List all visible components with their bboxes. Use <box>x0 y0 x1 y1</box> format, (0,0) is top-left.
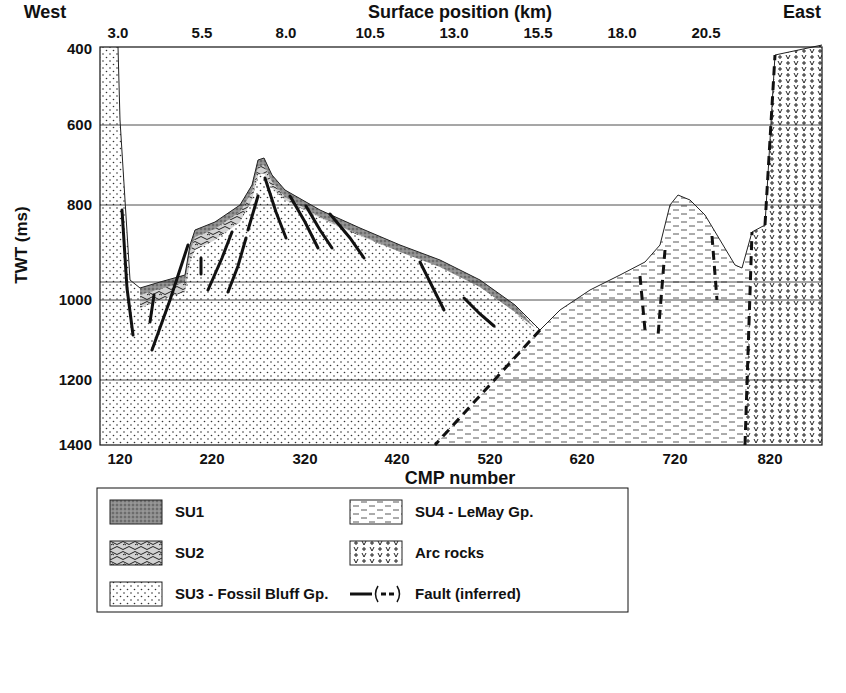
axis-label-holder: 400 <box>67 40 92 58</box>
axis-label-holder: 20.5 <box>691 24 720 42</box>
axis-title-holder: CMP number <box>405 468 516 489</box>
axis-label-holder: 15.5 <box>523 24 552 42</box>
axis-label: 1400 <box>59 436 92 453</box>
axis-title: Surface position (km) <box>368 2 552 22</box>
axis-label-holder: 600 <box>67 116 92 134</box>
axis-label: 320 <box>292 450 317 467</box>
axis-label: 800 <box>67 196 92 213</box>
axis-label-holder: 10.5 <box>355 24 384 42</box>
axis-label-holder: 420 <box>384 450 409 468</box>
axis-label: 400 <box>67 40 92 57</box>
axis-title-holder: Surface position (km) <box>368 2 552 23</box>
axis-label: 120 <box>107 450 132 467</box>
axis-label-holder: 520 <box>477 450 502 468</box>
axis-label-holder: 1400 <box>59 436 92 454</box>
axis-label-holder: 820 <box>757 450 782 468</box>
fault-legend-sample <box>350 586 400 602</box>
legend-swatch <box>110 582 162 606</box>
direction-label-holder: West <box>24 2 67 23</box>
legend-swatch <box>350 541 402 565</box>
legend-text-holder: SU4 - LeMay Gp. <box>415 503 533 521</box>
axis-label-holder: 1200 <box>59 371 92 389</box>
axis-title: TWT (ms) <box>12 206 31 283</box>
direction-label: West <box>24 2 67 22</box>
axis-label: 13.0 <box>439 24 468 41</box>
axis-label: 420 <box>384 450 409 467</box>
axis-label: 220 <box>199 450 224 467</box>
legend-text-holder: SU1 <box>175 503 204 521</box>
axis-label-holder: 220 <box>199 450 224 468</box>
axis-label: 520 <box>477 450 502 467</box>
axis-label-holder: 120 <box>107 450 132 468</box>
axis-label: 1000 <box>59 291 92 308</box>
legend-text-holder: Arc rocks <box>415 544 484 562</box>
axis-label: 3.0 <box>108 24 129 41</box>
axis-label-holder: 320 <box>292 450 317 468</box>
legend-swatch <box>110 500 162 524</box>
legend-text: Arc rocks <box>415 544 484 561</box>
axis-label-holder: 800 <box>67 196 92 214</box>
legend-text-holder: Fault (inferred) <box>415 585 521 603</box>
axis-label-holder: 720 <box>662 450 687 468</box>
axis-label: 18.0 <box>607 24 636 41</box>
legend-box <box>97 488 628 612</box>
axis-label: 8.0 <box>276 24 297 41</box>
legend-text: SU1 <box>175 503 204 520</box>
axis-label: 5.5 <box>192 24 213 41</box>
axis-label-holder: 1000 <box>59 291 92 309</box>
axis-label-holder: 8.0 <box>276 24 297 42</box>
axis-label: 10.5 <box>355 24 384 41</box>
axis-label: 15.5 <box>523 24 552 41</box>
axis-label-holder: 3.0 <box>108 24 129 42</box>
axis-label-holder: 13.0 <box>439 24 468 42</box>
legend-text: SU3 - Fossil Bluff Gp. <box>175 585 328 602</box>
legend-text-holder: SU2 <box>175 544 204 562</box>
axis-title: CMP number <box>405 468 516 488</box>
direction-label: East <box>783 2 821 22</box>
direction-label-holder: East <box>783 2 821 23</box>
legend-swatch <box>110 541 162 565</box>
legend-swatch <box>350 500 402 524</box>
axis-label: 600 <box>67 116 92 133</box>
legend-text: SU2 <box>175 544 204 561</box>
axis-label-holder: 5.5 <box>192 24 213 42</box>
axis-label: 1200 <box>59 371 92 388</box>
axis-label-holder: 18.0 <box>607 24 636 42</box>
axis-title-holder: TWT (ms) <box>12 206 32 283</box>
legend-text-holder: SU3 - Fossil Bluff Gp. <box>175 585 328 603</box>
axis-label-holder: 620 <box>569 450 594 468</box>
axis-label: 20.5 <box>691 24 720 41</box>
legend-text: SU4 - LeMay Gp. <box>415 503 533 520</box>
axis-label: 620 <box>569 450 594 467</box>
axis-label: 820 <box>757 450 782 467</box>
legend-text: Fault (inferred) <box>415 585 521 602</box>
axis-label: 720 <box>662 450 687 467</box>
